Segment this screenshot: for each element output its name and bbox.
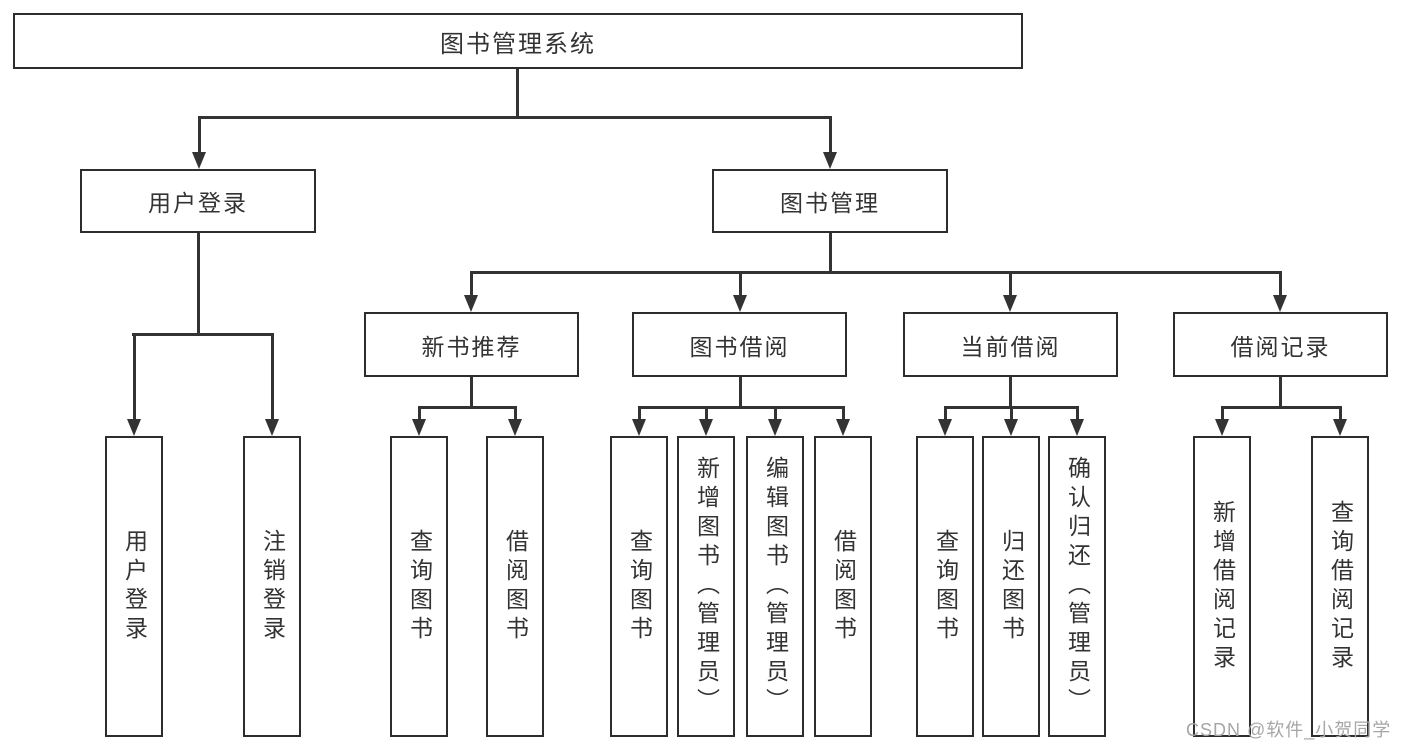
arrowhead-down-icon xyxy=(192,152,206,169)
leaf-recommend-query-book: 查询图书 xyxy=(390,436,448,737)
arrowhead-down-icon xyxy=(464,295,478,312)
node-user-login: 用户登录 xyxy=(80,169,316,233)
edge-line xyxy=(1221,406,1342,409)
edge-line xyxy=(638,406,845,409)
arrowhead-down-icon xyxy=(938,419,952,436)
node-root-library-management-system: 图书管理系统 xyxy=(13,13,1023,69)
node-borrow-record: 借阅记录 xyxy=(1173,312,1388,377)
edge-line xyxy=(1279,377,1282,409)
edge-line xyxy=(1076,406,1079,420)
arrowhead-down-icon xyxy=(1273,295,1287,312)
leaf-current-confirm-return-admin: 确认归还（管理员） xyxy=(1048,436,1106,737)
edge-line xyxy=(470,271,1282,274)
arrowhead-down-icon xyxy=(1070,419,1084,436)
leaf-borrow-query-book: 查询图书 xyxy=(610,436,668,737)
leaf-current-return-book: 归还图书 xyxy=(982,436,1040,737)
edge-line xyxy=(132,333,274,336)
arrowhead-down-icon xyxy=(265,419,279,436)
csdn-watermark: CSDN @软件_小贺同学 xyxy=(1186,720,1392,740)
edge-line xyxy=(514,406,517,420)
edge-line xyxy=(198,116,201,154)
arrowhead-down-icon xyxy=(508,419,522,436)
edge-line xyxy=(842,406,845,420)
leaf-borrow-borrow-book: 借阅图书 xyxy=(814,436,872,737)
edge-line xyxy=(829,233,832,274)
edge-line xyxy=(1221,406,1224,420)
arrowhead-down-icon xyxy=(836,419,850,436)
leaf-record-add-borrow-record: 新增借阅记录 xyxy=(1193,436,1251,737)
node-book-borrow: 图书借阅 xyxy=(632,312,847,377)
edge-line xyxy=(271,333,274,420)
edge-line xyxy=(418,406,517,409)
edge-line xyxy=(638,406,641,420)
edge-line xyxy=(198,116,832,119)
arrowhead-down-icon xyxy=(412,419,426,436)
edge-line xyxy=(418,406,421,420)
edge-line xyxy=(829,116,832,154)
edge-line xyxy=(739,377,742,409)
edge-line xyxy=(774,406,777,420)
node-current-borrow: 当前借阅 xyxy=(903,312,1118,377)
arrowhead-down-icon xyxy=(699,419,713,436)
edge-line xyxy=(516,69,519,117)
edge-line xyxy=(1279,271,1282,297)
arrowhead-down-icon xyxy=(768,419,782,436)
leaf-recommend-borrow-book: 借阅图书 xyxy=(486,436,544,737)
edge-line xyxy=(944,406,947,420)
edge-line xyxy=(470,377,473,409)
leaf-logout: 注销登录 xyxy=(243,436,301,737)
edge-line xyxy=(1339,406,1342,420)
edge-line xyxy=(1009,377,1012,409)
edge-line xyxy=(133,333,136,420)
leaf-user-login: 用户登录 xyxy=(105,436,163,737)
edge-line xyxy=(197,233,200,336)
leaf-record-query-borrow-record: 查询借阅记录 xyxy=(1311,436,1369,737)
edge-line xyxy=(705,406,708,420)
leaf-borrow-edit-book-admin: 编辑图书（管理员） xyxy=(746,436,804,737)
arrowhead-down-icon xyxy=(1003,295,1017,312)
node-book-management: 图书管理 xyxy=(712,169,948,233)
leaf-current-query-book: 查询图书 xyxy=(916,436,974,737)
arrowhead-down-icon xyxy=(1004,419,1018,436)
arrowhead-down-icon xyxy=(823,152,837,169)
arrowhead-down-icon xyxy=(1215,419,1229,436)
arrowhead-down-icon xyxy=(632,419,646,436)
edge-line xyxy=(1010,406,1013,420)
arrowhead-down-icon xyxy=(127,419,141,436)
node-new-book-recommend: 新书推荐 xyxy=(364,312,579,377)
edge-line xyxy=(1009,271,1012,297)
arrowhead-down-icon xyxy=(1333,419,1347,436)
edge-line xyxy=(739,271,742,297)
leaf-borrow-add-book-admin: 新增图书（管理员） xyxy=(677,436,735,737)
arrowhead-down-icon xyxy=(733,295,747,312)
edge-line xyxy=(470,271,473,297)
